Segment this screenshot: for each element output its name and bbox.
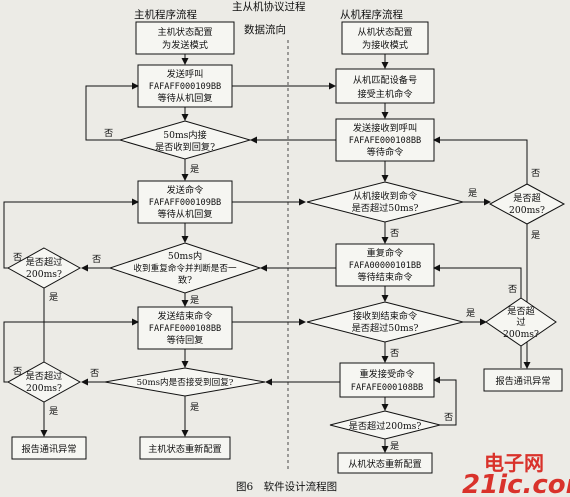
arrow-rtimeout1-no [433,136,528,184]
label-rtimeout1-yes: 是 [531,230,540,241]
master-send-end-code: FAFAFE000108BB [149,324,221,334]
slave-timeout2-line1: 是否超 [507,305,535,317]
label-sd1-yes: 是 [468,188,477,199]
label-sd3-yes: 是 [390,441,399,452]
slave-decision1-line2: 是否超过50ms? [352,202,419,214]
arrow-d1-no-loop [85,82,139,141]
arrow-rtimeout2-no [433,264,522,298]
header-master-flow: 主机程序流程 [134,8,197,21]
master-timeout2-line2: 200ms? [26,383,62,394]
label-timeout1-yes: 是 [49,292,58,303]
master-config-line1: 主机状态配置 [157,26,212,38]
master-reconfig-box [139,436,231,460]
slave-report-error-box [483,368,563,392]
master-send-call-box [137,64,233,108]
label-d2-yes: 是 [190,295,199,306]
master-send-command-box [137,180,233,224]
slave-repeat-line1: 重复命令 [367,247,404,259]
label-d3-yes: 是 [190,402,199,413]
master-send-end-box [137,306,233,350]
slave-repeat-command-box [335,243,435,287]
arrow-timeout1-no [3,198,139,269]
label-sd3-no: 否 [444,412,453,423]
slave-decision3-line1: 是否超过200ms? [349,420,422,432]
slave-config-line1: 从机状态配置 [357,26,412,38]
master-timeout1-line2: 200ms? [26,269,62,280]
slave-reconfig-label: 从机状态重新配置 [348,458,422,470]
slave-config-box [341,21,429,55]
label-sd2-yes: 是 [466,308,475,319]
slave-resend-code: FAFAFE000108BB [351,383,423,393]
master-decision1-line2: 是否收到回复? [155,141,215,153]
master-timeout1-line1: 是否超过 [26,256,63,268]
master-decision2-line1: 50ms内 [168,250,202,262]
master-send-command-line1: 发送命令 [167,184,204,196]
slave-resend-line1: 重发接受命令 [359,368,414,380]
master-timeout2-line1: 是否超过 [26,370,63,382]
slave-reconfig-box [337,452,433,474]
master-config-line2: 为发送模式 [162,39,208,51]
slave-ack-call-code: FAFAFE000108BB [349,136,421,146]
label-timeout1-no: 否 [13,252,22,263]
master-send-call-line3: 等待从机回复 [157,92,212,104]
label-d2-no: 否 [92,254,101,265]
slave-decision2-line1: 接收到结束命令 [353,310,417,322]
figure-caption: 图6 软件设计流程图 [236,480,337,493]
slave-decision2-line2: 是否超过50ms? [352,322,419,334]
master-send-end-line1: 发送结束命令 [157,310,212,322]
slave-report-error-label: 报告通讯异常 [495,375,550,387]
master-decision2-line2: 收到重复命令并判断是否一 [133,262,237,274]
header-data-flow: 数据流向 [244,23,286,36]
master-send-command-code: FAFAFF000109BB [149,198,221,208]
watermark-brand: 电子网 [484,451,544,475]
slave-match-line1: 从机匹配设备号 [353,74,417,86]
header-protocol: 主从机协议过程 [232,0,306,13]
label-timeout2-yes: 是 [49,406,58,417]
slave-match-line2: 接受主机命令 [357,88,412,100]
label-timeout2-no: 否 [13,366,22,377]
label-d1-no: 否 [104,128,113,139]
master-reconfig-label: 主机状态重新配置 [148,443,222,455]
label-sd1-no: 否 [390,228,399,239]
master-send-command-line3: 等待从机回复 [157,208,212,220]
header-slave-flow: 从机程序流程 [340,8,403,21]
slave-ack-call-line3: 等待命令 [367,146,404,158]
slave-timeout1-line2: 200ms? [509,205,545,216]
master-report-error-label: 报告通讯异常 [21,443,76,455]
arrow-timeout2-no [3,318,139,383]
slave-decision1-line1: 从机接收到命令 [353,190,417,202]
master-send-end-line3: 等待回复 [167,334,204,346]
label-rtimeout1-no: 否 [531,168,540,179]
master-config-box [135,21,235,55]
label-d3-no: 否 [90,368,99,379]
slave-repeat-code: FAFA00000101BB [349,261,421,271]
slave-ack-call-line1: 发送接收到呼叫 [353,122,417,134]
slave-timeout2-line3: 200ms? [503,329,539,340]
slave-timeout1-line1: 是否超 [513,192,541,204]
watermark-logo: 电子网 21ic.com [462,451,570,497]
master-report-error-box [11,436,87,460]
master-send-call-code: FAFAFF000109BB [149,82,221,92]
watermark-url: 21ic.com [462,470,570,497]
master-decision3-line1: 50ms内是否接受到回复? [137,376,234,388]
slave-config-line2: 为接收模式 [362,39,408,51]
slave-timeout2-line2: 过 [516,316,525,328]
master-send-call-line1: 发送呼叫 [167,68,204,80]
slave-repeat-line3: 等待结束命令 [357,271,412,283]
master-decision1-line1: 50ms内接 [163,129,207,141]
label-sd2-no: 否 [390,348,399,359]
slave-ack-call-box [335,118,435,162]
arrow-sd3-no [433,376,457,426]
master-decision2-line3: 致? [178,274,192,286]
label-d1-yes: 是 [190,164,199,175]
label-rtimeout2-no: 否 [508,284,517,295]
